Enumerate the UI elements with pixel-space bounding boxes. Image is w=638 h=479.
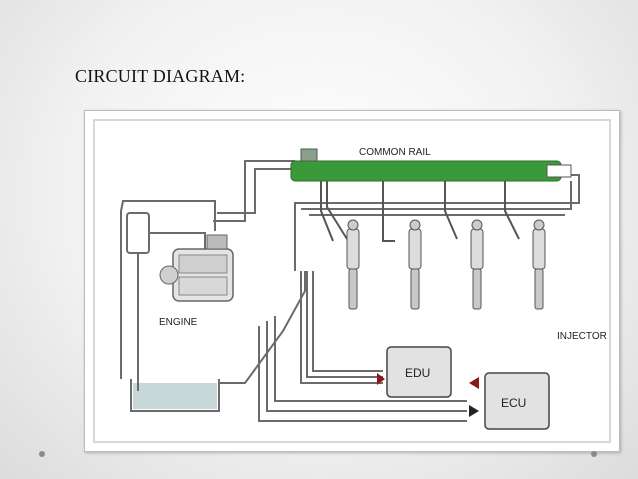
circuit-diagram: COMMON RAIL ENGINE <box>120 147 607 430</box>
return-line <box>219 271 306 384</box>
pressure-sensor <box>300 148 318 162</box>
engine-label: ENGINE <box>159 317 198 328</box>
ecu-box <box>484 372 550 430</box>
injector-1 <box>320 181 360 310</box>
injector-4 <box>504 181 546 310</box>
tank-fuel <box>133 383 217 409</box>
ecu-arrow-top <box>469 377 479 389</box>
high-pressure-line <box>213 160 295 222</box>
edu-arrow <box>377 373 385 385</box>
edu-label: EDU <box>405 366 430 380</box>
common-rail-label: COMMON RAIL <box>359 147 431 158</box>
supply-line <box>120 200 216 379</box>
common-rail <box>290 160 562 182</box>
diagram-canvas: COMMON RAIL ENGINE <box>93 119 611 443</box>
injector-label: INJECTOR <box>557 331 607 342</box>
edu-box <box>386 346 452 398</box>
fuel-tank <box>130 379 220 412</box>
injector-2 <box>382 181 422 310</box>
injector-3 <box>444 181 484 310</box>
engine-pump <box>159 234 234 302</box>
diagram-frame: COMMON RAIL ENGINE <box>84 110 620 452</box>
ecu-arrow-bottom <box>469 405 479 417</box>
fuel-filter <box>126 212 150 254</box>
slide-title: CIRCUIT DIAGRAM: <box>75 66 246 86</box>
ecu-label: ECU <box>501 396 526 410</box>
right-slide-dot <box>591 451 597 457</box>
left-slide-dot <box>39 451 45 457</box>
pressure-regulator <box>546 164 572 178</box>
